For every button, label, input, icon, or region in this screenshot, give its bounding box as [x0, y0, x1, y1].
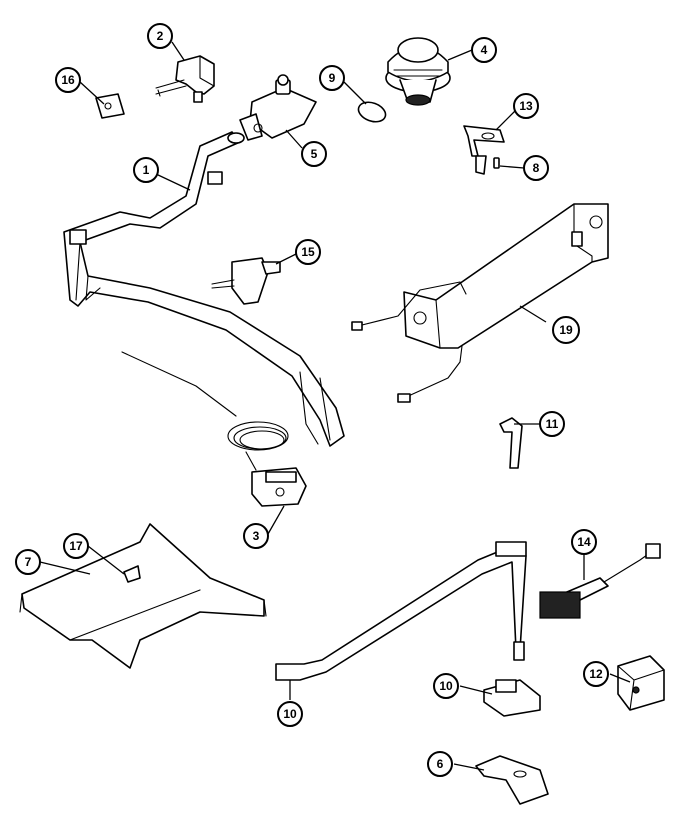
part-4-burner-cap	[385, 37, 451, 106]
callout-10: 10	[277, 701, 303, 727]
callout-4: 4	[471, 37, 497, 63]
callout-2: 2	[147, 23, 173, 49]
callout-11: 11	[539, 411, 565, 437]
part-16-clip	[95, 93, 125, 119]
part-10-tube	[275, 541, 527, 681]
part-19-bracket	[351, 203, 609, 403]
part-1-manifold	[63, 131, 345, 447]
callout-label: 5	[311, 147, 318, 161]
callout-5: 5	[301, 141, 327, 167]
callout-label: 11	[546, 417, 559, 431]
callout-label: 17	[69, 539, 83, 553]
callout-label: 3	[253, 529, 260, 543]
callout-label: 4	[481, 43, 488, 57]
part-5-regulator	[239, 74, 317, 141]
callout-label: 1	[143, 163, 150, 177]
callout-16: 16	[55, 67, 81, 93]
part-12-block	[617, 655, 665, 711]
callout-14: 14	[571, 529, 597, 555]
part-8-screw	[493, 157, 500, 169]
part-14-igniter	[539, 543, 661, 619]
callout-label: 15	[301, 245, 315, 259]
callout-6: 6	[427, 751, 453, 777]
callout-19: 19	[552, 316, 580, 344]
callout-label: 6	[437, 757, 444, 771]
part-7-shield	[19, 523, 267, 669]
callout-label: 13	[519, 99, 533, 113]
callout-13: 13	[513, 93, 539, 119]
callout-label: 12	[589, 667, 603, 681]
part-9-o-ring	[357, 101, 387, 123]
callout-7: 7	[15, 549, 41, 575]
part-15-valve	[211, 257, 281, 305]
callout-label: 8	[533, 161, 540, 175]
callout-17: 17	[63, 533, 89, 559]
part-3-thermostat	[121, 351, 307, 507]
part-13-bracket	[463, 125, 505, 175]
part-6-bracket	[475, 755, 549, 805]
callout-12: 12	[583, 661, 609, 687]
part-18-switch	[483, 679, 541, 717]
callout-label: 14	[577, 535, 591, 549]
callout-9: 9	[319, 65, 345, 91]
part-2-valve	[155, 55, 215, 103]
callout-label: 16	[61, 73, 75, 87]
part-17-clip	[123, 565, 141, 583]
callout-label: 19	[559, 323, 573, 337]
callout-label: 10	[283, 707, 297, 721]
callout-3: 3	[243, 523, 269, 549]
callout-8: 8	[523, 155, 549, 181]
callout-label: 9	[329, 71, 336, 85]
callout-label: 10	[439, 679, 453, 693]
callout-1: 1	[133, 157, 159, 183]
callout-15: 15	[295, 239, 321, 265]
part-11-tube	[499, 417, 523, 469]
callout-label: 7	[25, 555, 32, 569]
leader-lines	[39, 41, 631, 771]
callout-18: 10	[433, 673, 459, 699]
callout-label: 2	[157, 29, 164, 43]
